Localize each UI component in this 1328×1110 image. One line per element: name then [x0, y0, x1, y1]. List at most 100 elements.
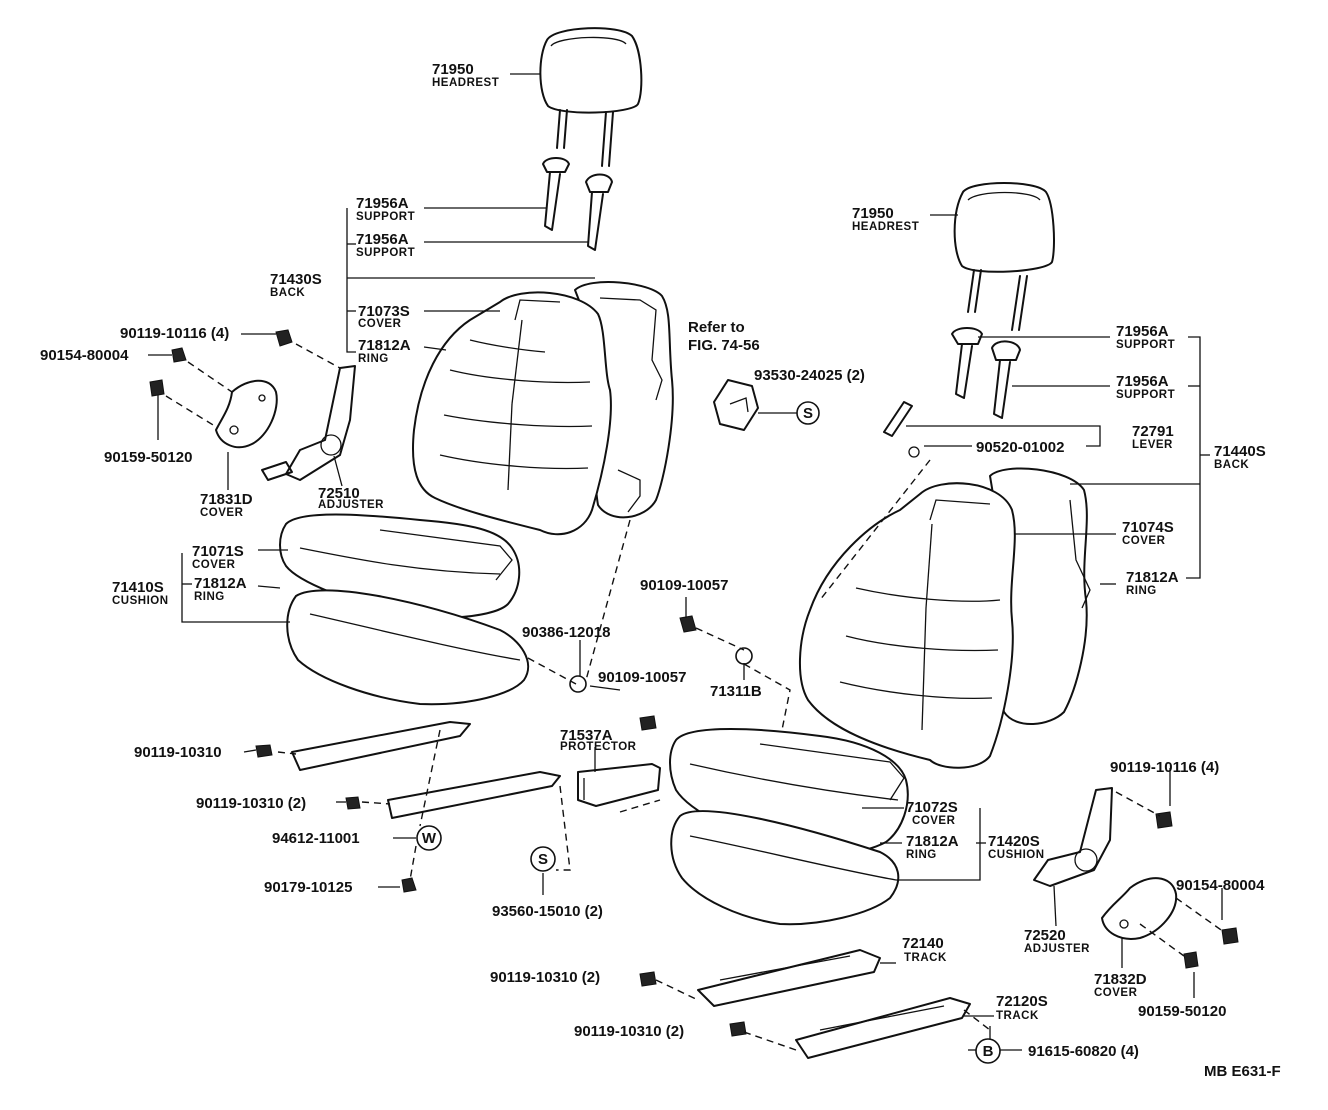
label-cover-back-l: 71073S [358, 303, 410, 320]
label-bolt-90119-10310-d: 90119-10310 (2) [574, 1023, 684, 1040]
label-ring-cush-l-sub: RING [194, 591, 225, 603]
label-track-72140-sub: TRACK [904, 952, 947, 964]
label-protector-71537a: 71537A [560, 727, 613, 744]
label-cover-71831d: 71831D [200, 491, 253, 508]
label-support-r1: 71956A [1116, 323, 1169, 340]
label-headrest-l-sub: HEADREST [432, 77, 499, 89]
label-refer-fig: FIG. 74-56 [688, 337, 760, 354]
label-ring-cush-l: 71812A [194, 575, 247, 592]
label-support-l2-sub: SUPPORT [356, 247, 415, 259]
left-seat-cushion [279, 513, 530, 706]
label-bolt-90109-a: 90109-10057 [640, 577, 728, 594]
label-bolt-90119-10310-c: 90119-10310 (2) [490, 969, 600, 986]
label-track-72120s: 72120S [996, 993, 1048, 1010]
label-ring-back-l: 71812A [358, 337, 411, 354]
label-lever-72791-sub: LEVER [1132, 439, 1173, 451]
left-cover-71831d [215, 379, 278, 449]
label-bush-90386: 90386-12018 [522, 624, 610, 641]
label-bolt-90119-10310-b: 90119-10310 (2) [196, 795, 306, 812]
symbol-s-1: S [796, 401, 820, 425]
label-clip-93560: 93560-15010 (2) [492, 903, 603, 920]
right-cover-71832d [1101, 877, 1178, 940]
label-refer: Refer to [688, 319, 745, 336]
label-cover-cush-l: 71071S [192, 543, 244, 560]
label-nut-90179: 90179-10125 [264, 879, 352, 896]
part-labels: 71950 HEADREST 71956A SUPPORT 71956A SUP… [40, 61, 1281, 1080]
label-cover-cush-r: 71072S [906, 799, 958, 816]
symbol-w: W [416, 825, 442, 851]
left-headrest [539, 27, 643, 167]
label-adjuster-72510-sub: ADJUSTER [318, 499, 384, 511]
label-back-r: 71440S [1214, 443, 1266, 460]
label-bolt-90119-10116-l: 90119-10116 (4) [120, 325, 229, 342]
recline-knob-ref [713, 379, 759, 431]
label-headrest-r-sub: HEADREST [852, 221, 919, 233]
right-seatback [799, 467, 1091, 769]
protector-71537a [577, 763, 661, 807]
label-ring-back-l-sub: RING [358, 353, 389, 365]
label-cushion-l-sub: CUSHION [112, 595, 169, 607]
label-nut-90154-l: 90154-80004 [40, 347, 129, 364]
right-headrest-supports [951, 327, 1021, 419]
label-support-r2-sub: SUPPORT [1116, 389, 1175, 401]
label-cushion-l: 71410S [112, 579, 164, 596]
label-diagram-code: MB E631-F [1204, 1063, 1281, 1080]
label-bolt-90109-b: 90109-10057 [598, 669, 686, 686]
label-bolt-90119-10310-a: 90119-10310 [134, 744, 222, 761]
label-track-72140: 72140 [902, 935, 944, 952]
label-screw-90159-r: 90159-50120 [1138, 1003, 1226, 1020]
left-headrest-supports [542, 157, 613, 251]
lever-72791 [883, 401, 920, 458]
label-bush-71311b: 71311B [710, 683, 762, 700]
symbol-s-2: S [530, 846, 556, 872]
label-support-l2: 71956A [356, 231, 409, 248]
label-cover-71832d: 71832D [1094, 971, 1147, 988]
svg-text:W: W [422, 830, 437, 847]
label-ring-cush-r: 71812A [906, 833, 959, 850]
label-cover-back-r-sub: COVER [1122, 535, 1166, 547]
leader-lines [148, 73, 1223, 1051]
left-seatback [412, 281, 674, 536]
label-support-r1-sub: SUPPORT [1116, 339, 1175, 351]
label-back-l: 71430S [270, 271, 322, 288]
label-bolt-90119-10116-r: 90119-10116 (4) [1110, 759, 1219, 776]
svg-text:S: S [803, 405, 813, 422]
label-cushion-r: 71420S [988, 833, 1040, 850]
label-clip-93530: 93530-24025 (2) [754, 367, 865, 384]
label-protector-71537a-sub: PROTECTOR [560, 741, 637, 753]
label-ring-back-r: 71812A [1126, 569, 1179, 586]
symbol-b: B [975, 1038, 1001, 1064]
label-cover-back-r: 71074S [1122, 519, 1174, 536]
seat-tracks [639, 949, 971, 1059]
label-back-r-sub: BACK [1214, 459, 1249, 471]
label-cover-back-l-sub: COVER [358, 318, 402, 330]
label-washer-94612: 94612-11001 [272, 830, 360, 847]
label-ring-cush-r-sub: RING [906, 849, 937, 861]
label-cushion-r-sub: CUSHION [988, 849, 1045, 861]
label-support-l1: 71956A [356, 195, 409, 212]
label-clip-90520: 90520-01002 [976, 439, 1064, 456]
right-seat-cushion [669, 728, 909, 926]
dashed-assembly-lines [165, 343, 1225, 1051]
label-cover-cush-l-sub: COVER [192, 559, 236, 571]
label-cover-71832d-sub: COVER [1094, 987, 1138, 999]
left-hardware [149, 329, 293, 397]
label-ring-back-r-sub: RING [1126, 585, 1157, 597]
label-adjuster-72520: 72520 [1024, 927, 1066, 944]
label-cover-71831d-sub: COVER [200, 507, 244, 519]
right-headrest [953, 182, 1055, 331]
left-seat-rails [255, 721, 561, 893]
svg-text:S: S [538, 851, 548, 868]
right-seat-adjuster-72520 [1033, 787, 1113, 887]
label-screw-90159-l: 90159-50120 [104, 449, 192, 466]
svg-text:B: B [983, 1043, 994, 1060]
label-back-l-sub: BACK [270, 287, 305, 299]
label-track-72120s-sub: TRACK [996, 1010, 1039, 1022]
label-cover-cush-r-sub: COVER [912, 815, 956, 827]
right-hardware [569, 615, 1239, 969]
label-headrest-r: 71950 [852, 205, 894, 222]
label-headrest-l: 71950 [432, 61, 474, 78]
left-seat-adjuster-72510 [261, 365, 356, 481]
label-bolt-91615: 91615-60820 (4) [1028, 1043, 1139, 1060]
